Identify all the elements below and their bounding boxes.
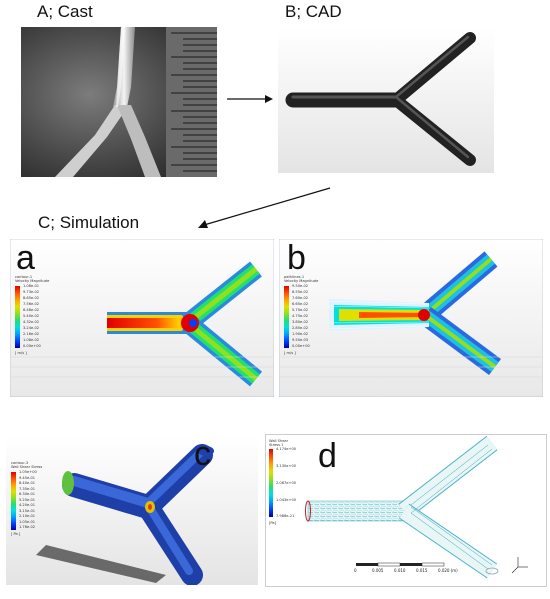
legend-a-label: 9.73e-02	[23, 290, 40, 294]
legend-b-label: 8.55e-02	[292, 290, 309, 294]
panel-letter-b: b	[287, 239, 306, 277]
simulation-panel-a: a contour-1 Velocity Magnitude 1.08e-01 …	[10, 239, 274, 397]
legend-c-label: 4.20e-01	[19, 503, 36, 507]
legend-a-unit: [ m/s ]	[15, 351, 27, 355]
legend-d-label: 4.174e+00	[276, 447, 297, 451]
legend-d-colorbar	[269, 449, 273, 517]
scale-bar	[356, 562, 445, 567]
panel-letter-c: c	[194, 435, 211, 473]
legend-a-label: 1.08e-02	[23, 338, 40, 342]
arrow-cad-to-simulation	[198, 187, 331, 228]
legend-a-label: 3.24e-02	[23, 326, 40, 330]
legend-c-label: 1.05e+00	[19, 470, 37, 474]
cast-photo-graphic	[21, 27, 217, 177]
simulation-panel-c: c contour-3 Wall Shear Stress 1.05e+00 9…	[6, 435, 258, 585]
legend-c-label: 6.30e-01	[19, 492, 36, 496]
legend-d-unit: [Pa]	[269, 521, 277, 525]
legend-b-label: 3.80e-02	[292, 320, 309, 324]
legend-c-label: 3.15e-01	[19, 508, 36, 513]
legend-b-label: 9.50e-02	[292, 284, 309, 288]
legend-c-title-1: contour-3	[11, 461, 29, 465]
legend-b-title-2: Velocity Magnitude	[284, 279, 319, 283]
legend-d-label: 3.130e+00	[276, 464, 297, 468]
velocity-pathlines-b	[279, 239, 543, 397]
legend-d-title-1: Wall Shear	[269, 439, 289, 443]
legend-b-label: 1.90e-02	[292, 332, 309, 336]
legend-b-label: 2.85e-02	[292, 326, 309, 330]
legend-c-label: 7.35e-01	[19, 486, 36, 491]
legend-b-unit: [ m/s ]	[284, 351, 296, 355]
legend-a-title-2: Velocity Magnitude	[15, 279, 50, 283]
scale-tick: 0.020 (m)	[438, 568, 458, 573]
cad-graphic	[278, 28, 494, 173]
legend-a-label: 2.16e-02	[23, 332, 40, 336]
simulation-panel-d: d Wall Shear Stress 1 4.174e+00 3.130e+0…	[265, 434, 547, 587]
simulation-panel-b: b pathlines-1 Velocity Magnitude 9.50e-0…	[279, 239, 543, 397]
legend-c-title-2: Wall Shear Stress	[11, 465, 43, 469]
legend-d-label: 1.043e+00	[276, 498, 297, 502]
wall-shear-contour-c	[36, 444, 214, 585]
legend-b-label: 4.75e-02	[292, 314, 309, 318]
panel-letter-a: a	[16, 239, 35, 277]
legend-b-label: 9.50e-03	[292, 338, 309, 342]
legend-a-label: 4.32e-02	[23, 320, 40, 324]
legend-a-label: 0.00e+00	[23, 344, 41, 348]
legend-c-label: 5.25e-01	[19, 497, 36, 502]
legend-c-label: 8.40e-01	[19, 481, 36, 485]
legend-a-label: 8.65e-02	[23, 296, 40, 300]
legend-b-title-1: pathlines-1	[284, 275, 305, 279]
legend-a-label: 6.48e-02	[23, 308, 40, 312]
legend-d-label: 7.986e-21	[276, 514, 295, 518]
scale-tick: 0.005	[372, 568, 384, 573]
legend-b-label: 5.70e-02	[292, 308, 309, 312]
heading-simulation: C; Simulation	[38, 213, 140, 232]
legend-c-unit: [ Pa ]	[11, 532, 21, 536]
legend-b-label: 0.00e+00	[292, 344, 310, 348]
legend-c-label: 1.05e-01	[19, 519, 36, 524]
legend-d-title-2: Stress 1	[269, 443, 284, 447]
legend-a-title-1: contour-1	[15, 275, 33, 279]
legend-b-label: 7.60e-02	[292, 296, 309, 300]
legend-d-label: 2.087e+00	[276, 481, 297, 485]
scale-tick: 0	[354, 568, 357, 573]
legend-a-label: 5.40e-02	[23, 314, 40, 318]
legend-c-label: 2.10e-01	[19, 514, 36, 518]
scale-tick: 0.015	[416, 568, 428, 573]
arrow-cast-to-cad	[227, 95, 273, 103]
heading-cad: B; CAD	[285, 2, 342, 21]
legend-c-label: 1.76e-02	[19, 525, 36, 529]
wall-shear-streamlines-d	[305, 435, 528, 579]
legend-a-colorbar	[15, 286, 20, 348]
scale-tick: 0.010	[394, 568, 406, 573]
legend-a-label: 7.56e-02	[23, 302, 40, 306]
cad-render	[278, 28, 494, 173]
velocity-contour-a	[10, 239, 274, 397]
legend-c-colorbar	[11, 472, 16, 530]
legend-b-label: 6.65e-02	[292, 302, 309, 306]
heading-cast: A; Cast	[37, 2, 93, 21]
cast-photo	[21, 27, 217, 177]
legend-a-label: 1.08e-01	[23, 284, 40, 288]
panel-letter-d: d	[318, 437, 337, 475]
legend-b-colorbar	[284, 286, 289, 348]
legend-c-label: 9.45e-01	[19, 475, 36, 480]
